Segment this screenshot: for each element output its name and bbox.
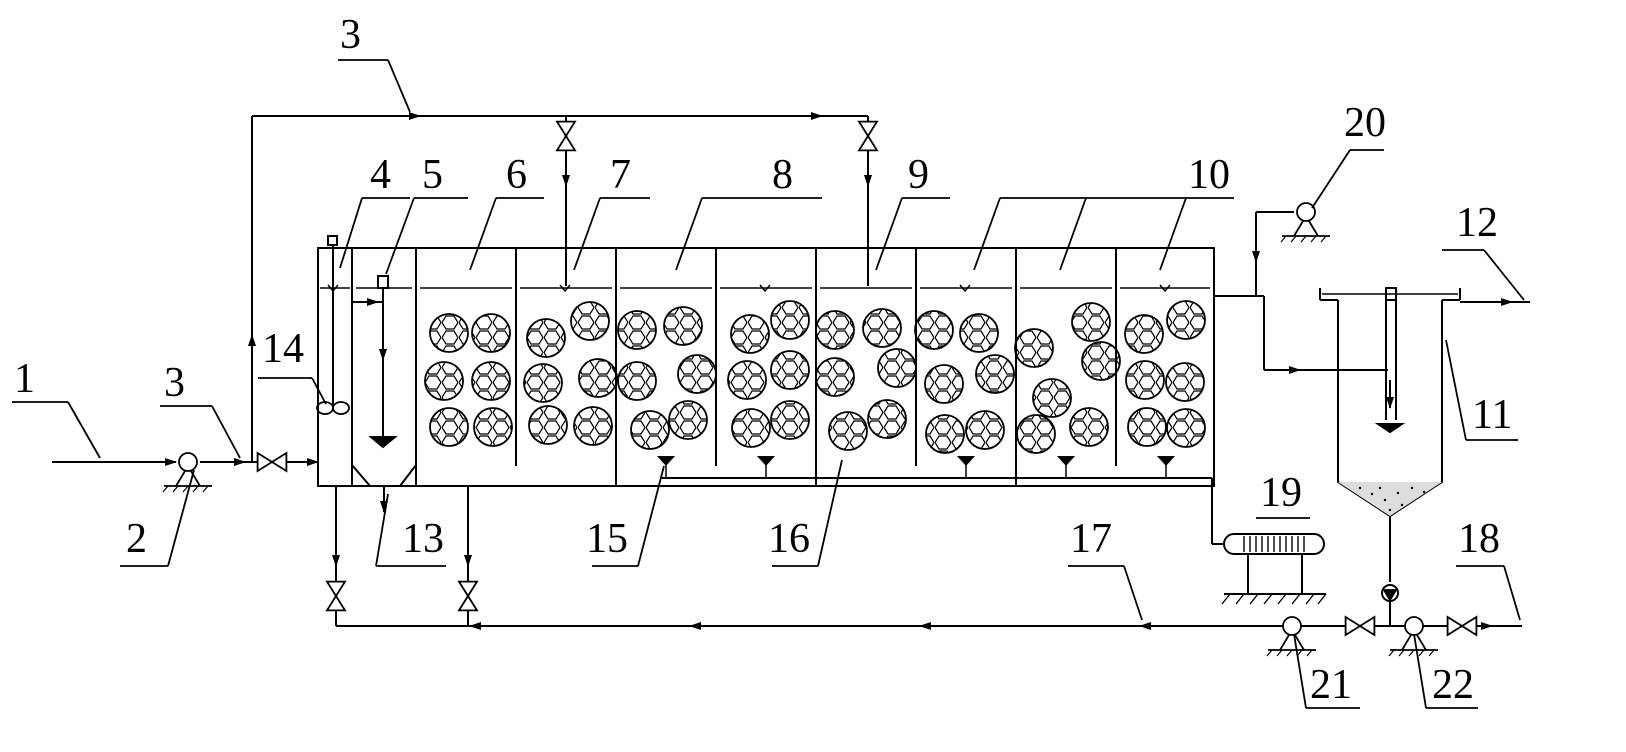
valve-inlet bbox=[256, 451, 288, 473]
media-ball bbox=[429, 313, 469, 353]
media-ball bbox=[471, 361, 511, 401]
media-ball bbox=[828, 411, 868, 451]
media-ball bbox=[965, 410, 1005, 450]
blower bbox=[1221, 533, 1327, 605]
label-13: 13 bbox=[402, 516, 444, 562]
media-ball bbox=[1166, 408, 1206, 448]
media-ball bbox=[473, 407, 513, 447]
media-ball bbox=[770, 350, 810, 390]
media-ball bbox=[471, 313, 511, 353]
valve-upper-left bbox=[555, 120, 577, 152]
diffuser bbox=[957, 456, 975, 466]
media-ball bbox=[429, 407, 469, 447]
media-ball bbox=[663, 306, 703, 346]
media-ball bbox=[770, 400, 810, 440]
media-ball bbox=[731, 408, 771, 448]
label-11: 11 bbox=[1472, 392, 1512, 438]
media-ball bbox=[1081, 341, 1121, 381]
valve-return bbox=[1344, 615, 1376, 637]
label-14: 14 bbox=[262, 326, 304, 372]
label-15: 15 bbox=[586, 516, 628, 562]
media-ball bbox=[1127, 407, 1167, 447]
pump-21 bbox=[1266, 616, 1316, 657]
label-20: 20 bbox=[1344, 100, 1386, 146]
air-pump-20 bbox=[1280, 202, 1330, 243]
pump-2 bbox=[162, 452, 212, 493]
reactor-tank bbox=[317, 247, 1215, 487]
media-ball bbox=[1032, 378, 1072, 418]
valve-drain-left bbox=[325, 580, 347, 612]
label-2: 2 bbox=[126, 516, 147, 562]
label-5: 5 bbox=[422, 152, 443, 198]
media-ball bbox=[815, 357, 855, 397]
media-ball bbox=[867, 399, 907, 439]
label-3-bottom: 3 bbox=[164, 360, 185, 406]
media-ball bbox=[815, 310, 855, 350]
diffuser bbox=[1057, 456, 1075, 466]
media-ball bbox=[528, 405, 568, 445]
media-ball bbox=[677, 354, 717, 394]
label-17: 17 bbox=[1070, 516, 1112, 562]
label-7: 7 bbox=[610, 152, 631, 198]
label-22: 22 bbox=[1432, 662, 1474, 708]
label-1: 1 bbox=[14, 356, 35, 402]
label-12: 12 bbox=[1456, 200, 1498, 246]
diffuser bbox=[657, 456, 675, 466]
media-ball bbox=[975, 354, 1015, 394]
media-ball bbox=[1014, 328, 1054, 368]
media-ball bbox=[924, 364, 964, 404]
label-8: 8 bbox=[772, 152, 793, 198]
diffuser bbox=[1157, 456, 1175, 466]
media-ball bbox=[1069, 407, 1109, 447]
media-ball bbox=[1124, 314, 1164, 354]
media-ball bbox=[1071, 302, 1111, 342]
media-ball bbox=[1166, 300, 1206, 340]
media-ball bbox=[526, 318, 566, 358]
valve-outlet bbox=[1446, 615, 1478, 637]
media-ball bbox=[914, 310, 954, 350]
media-ball bbox=[862, 308, 902, 348]
diffuser bbox=[757, 456, 775, 466]
label-6: 6 bbox=[506, 152, 527, 198]
label-21: 21 bbox=[1310, 662, 1352, 708]
media-ball bbox=[570, 301, 610, 341]
label-3-top: 3 bbox=[340, 12, 361, 58]
media-ball bbox=[424, 361, 464, 401]
media-ball bbox=[727, 360, 767, 400]
label-19: 19 bbox=[1260, 470, 1302, 516]
media-ball bbox=[1165, 362, 1205, 402]
media-ball bbox=[523, 363, 563, 403]
media-ball bbox=[959, 313, 999, 353]
label-16: 16 bbox=[768, 516, 810, 562]
media-ball bbox=[730, 314, 770, 354]
media-ball bbox=[770, 300, 810, 340]
media-ball bbox=[1016, 414, 1056, 454]
media-ball bbox=[1125, 360, 1165, 400]
media-ball bbox=[925, 414, 965, 454]
media-ball bbox=[617, 361, 657, 401]
media-ball bbox=[578, 358, 618, 398]
media-ball bbox=[573, 406, 613, 446]
media-ball bbox=[617, 310, 657, 350]
label-4: 4 bbox=[370, 152, 391, 198]
media-ball bbox=[630, 410, 670, 450]
label-9: 9 bbox=[908, 152, 929, 198]
media-ball bbox=[877, 348, 917, 388]
label-18: 18 bbox=[1458, 516, 1500, 562]
valve-drain-right bbox=[457, 580, 479, 612]
label-10: 10 bbox=[1188, 152, 1230, 198]
valve-upper-right bbox=[857, 120, 879, 152]
media-ball bbox=[668, 400, 708, 440]
